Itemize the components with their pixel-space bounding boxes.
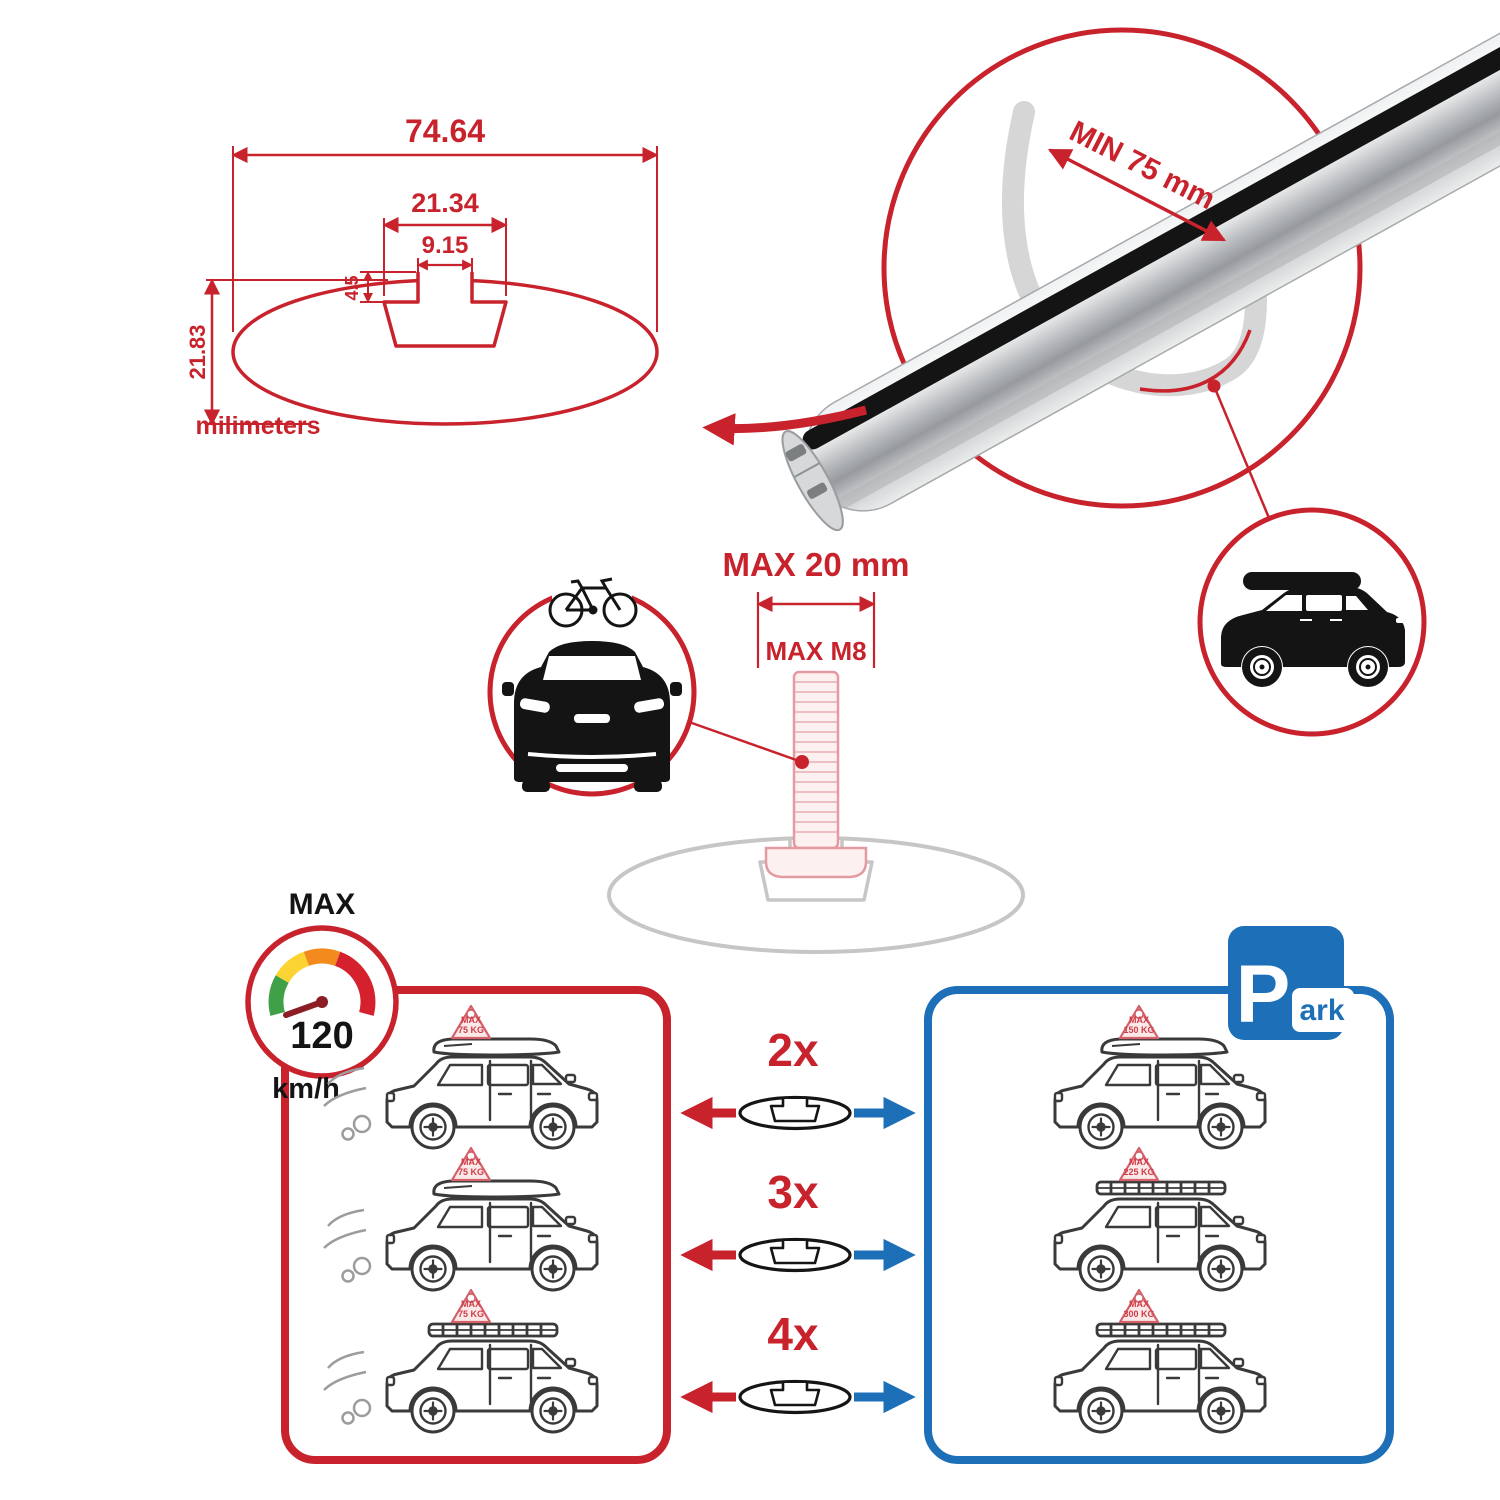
callout-line-to-front-car (688, 720, 803, 764)
gauge-arcs (268, 948, 376, 1016)
tag-max: MAX (1129, 1299, 1149, 1309)
left-car-row-1: MAX 75 KG (323, 1004, 599, 1150)
gauge-hub (316, 996, 328, 1008)
bolt-max-thread-label: MAX M8 (765, 636, 866, 666)
slot-width-label: 9.15 (422, 232, 469, 259)
quantity-label: 2x (767, 1024, 819, 1076)
roofbox (1100, 1037, 1229, 1057)
bar-section-icon (738, 1095, 852, 1131)
parking-sign-ark: ark (1299, 994, 1344, 1027)
speed-gauge: MAX 120 km/h (245, 888, 399, 1105)
tag-load: 75 KG (458, 1025, 484, 1035)
tag-load: 75 KG (458, 1167, 484, 1177)
bike-icon (548, 577, 638, 628)
overall-width-label: 74.64 (405, 113, 485, 149)
speed-unit: km/h (272, 1073, 340, 1105)
right-car-row-3: MAX 300 KG (1053, 1288, 1267, 1434)
left-car-row-3: MAX 75 KG (323, 1288, 599, 1434)
roofbox-car-circle (1197, 507, 1427, 737)
arrow-to-cross-section (702, 405, 868, 446)
callout-line-to-car (1212, 385, 1271, 519)
speed-max-label: MAX (289, 888, 356, 921)
quantity-label: 3x (767, 1166, 819, 1218)
tag-load: 75 KG (458, 1309, 484, 1319)
tag-load: 150 KG (1123, 1025, 1154, 1035)
car-front-icon (502, 641, 682, 792)
parking-sign: P ark (1228, 926, 1354, 1040)
tag-load: 300 KG (1123, 1309, 1154, 1319)
tag-max: MAX (461, 1299, 481, 1309)
roofbox (432, 1179, 561, 1199)
tag-max: MAX (461, 1015, 481, 1025)
t-bolt-illustration (764, 670, 868, 879)
roof-basket (1095, 1322, 1227, 1338)
bar-section-icon (738, 1379, 852, 1415)
tag-max: MAX (1129, 1015, 1149, 1025)
profile-t-slot (382, 272, 508, 348)
car-front-circle (487, 558, 697, 797)
quantity-label: 4x (767, 1308, 819, 1360)
clamp-highlight (1139, 329, 1252, 393)
quantity-row-2: 3x (680, 1166, 916, 1273)
tag-load: 225 KG (1123, 1167, 1154, 1177)
bottom-section: P ark MAX 120 km/h (245, 888, 1394, 1464)
overall-height-label: 21.83 (185, 324, 210, 379)
speed-value: 120 (290, 1015, 353, 1057)
bolt-diagram: MAX 20 mm MAX M8 (607, 546, 1025, 954)
parking-sign-p: P (1236, 949, 1291, 1040)
left-car-row-2: MAX 75 KG (323, 1146, 599, 1292)
dimension-lines (203, 146, 659, 426)
roof-basket (427, 1322, 559, 1338)
bike-halo (552, 558, 632, 638)
suv-with-roofbox-icon (1221, 572, 1405, 687)
motion-lines (323, 1208, 372, 1283)
tag-max: MAX (461, 1157, 481, 1167)
motion-lines (323, 1066, 372, 1141)
right-car-row-2: MAX 225 KG (1053, 1146, 1267, 1292)
motion-lines (323, 1350, 372, 1425)
quantity-row-1: 2x (680, 1024, 916, 1131)
quantity-row-3: 4x (680, 1308, 916, 1415)
roof-basket (1095, 1180, 1227, 1196)
min-span-arrow (1047, 148, 1227, 242)
bolt-max-length-label: MAX 20 mm (722, 546, 909, 583)
gauge-needle (283, 999, 325, 1018)
bar-section-icon (738, 1237, 852, 1273)
right-car-row-1: MAX 150 KG (1053, 1004, 1267, 1150)
roofbox (432, 1037, 561, 1057)
lip-depth-label: 4.5 (342, 275, 362, 300)
channel-width-label: 21.34 (411, 188, 479, 218)
cross-section-diagram: 74.64 21.34 9.15 4.5 21.83 milimeters (185, 113, 659, 440)
tag-max: MAX (1129, 1157, 1149, 1167)
units-label: milimeters (195, 412, 320, 440)
bar-closeup: MIN 75 mm (702, 22, 1500, 532)
